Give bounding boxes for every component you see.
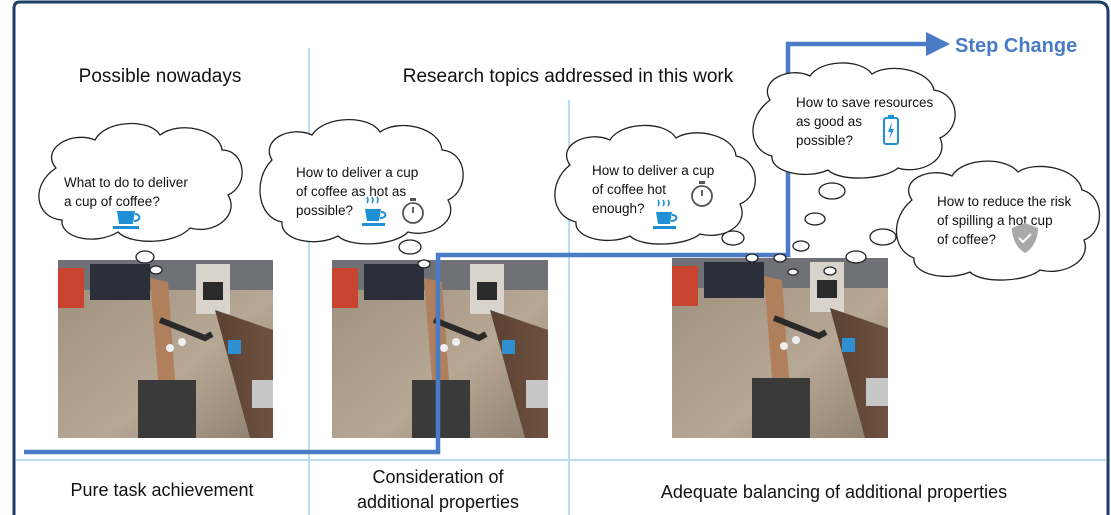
thought-cloud-3: How to deliver a cup of coffee hot enoug…	[554, 124, 756, 245]
thought-dot	[823, 266, 837, 276]
thought-cloud-1: What to do to deliver a cup of coffee?	[38, 122, 243, 242]
footer-consideration-line1: Consideration of	[372, 467, 504, 487]
thought-cloud-4: How to save resources as good as possibl…	[752, 62, 956, 179]
thought-dot	[773, 253, 787, 263]
footer-pure-task: Pure task achievement	[70, 480, 253, 500]
robot-photo-1	[58, 260, 273, 438]
battery-icon	[883, 115, 899, 145]
svg-text:as good as: as good as	[796, 114, 862, 129]
thought-dot	[787, 268, 799, 276]
footer-adequate-balancing: Adequate balancing of additional propert…	[661, 482, 1007, 502]
stopwatch-icon	[402, 198, 424, 224]
footer-consideration-line2: additional properties	[357, 492, 519, 512]
thought-cloud-5: How to reduce the risk of spilling a hot…	[895, 160, 1101, 281]
thought-dot	[818, 182, 846, 200]
svg-text:How to deliver a cup: How to deliver a cup	[296, 165, 418, 180]
shield-icon	[1012, 223, 1038, 253]
thought-dot	[417, 259, 431, 269]
step-change-path	[24, 41, 928, 455]
coffee-cup-icon	[113, 211, 141, 229]
header-possible-nowadays: Possible nowadays	[79, 66, 242, 87]
svg-text:of spilling a hot cup: of spilling a hot cup	[937, 213, 1053, 228]
svg-text:How to deliver a cup: How to deliver a cup	[592, 163, 714, 178]
step-change-label: Step Change	[955, 35, 1077, 57]
svg-text:How to save resources: How to save resources	[796, 95, 934, 110]
robot-photo-3	[672, 258, 888, 438]
header-research-topics: Research topics addressed in this work	[403, 66, 734, 87]
thought-dot	[792, 240, 810, 252]
thought-dot	[745, 253, 759, 263]
svg-text:of coffee?: of coffee?	[937, 232, 996, 247]
svg-text:possible?: possible?	[296, 203, 353, 218]
thought-dot	[398, 239, 422, 255]
svg-text:How to reduce the risk: How to reduce the risk	[937, 194, 1072, 209]
thought-dot	[135, 250, 155, 264]
hot-coffee-icon	[362, 196, 387, 226]
svg-text:What to do to deliver: What to do to deliver	[64, 175, 188, 190]
hot-coffee-icon	[653, 199, 678, 229]
thought-cloud-2: How to deliver a cup of coffee as hot as…	[259, 118, 464, 245]
svg-text:enough?: enough?	[592, 201, 645, 216]
step-change-arrowhead	[926, 32, 950, 56]
thought-dot	[845, 250, 867, 264]
svg-text:possible?: possible?	[796, 133, 853, 148]
svg-text:of coffee as hot as: of coffee as hot as	[296, 184, 406, 199]
svg-text:a cup of coffee?: a cup of coffee?	[64, 194, 160, 209]
thought-dot	[149, 265, 163, 275]
thought-dot	[721, 230, 745, 246]
figure-border	[12, 0, 1110, 515]
stopwatch-icon	[691, 181, 713, 207]
svg-text:of coffee hot: of coffee hot	[592, 182, 666, 197]
thought-dot	[869, 228, 897, 246]
thought-dot	[804, 212, 826, 226]
